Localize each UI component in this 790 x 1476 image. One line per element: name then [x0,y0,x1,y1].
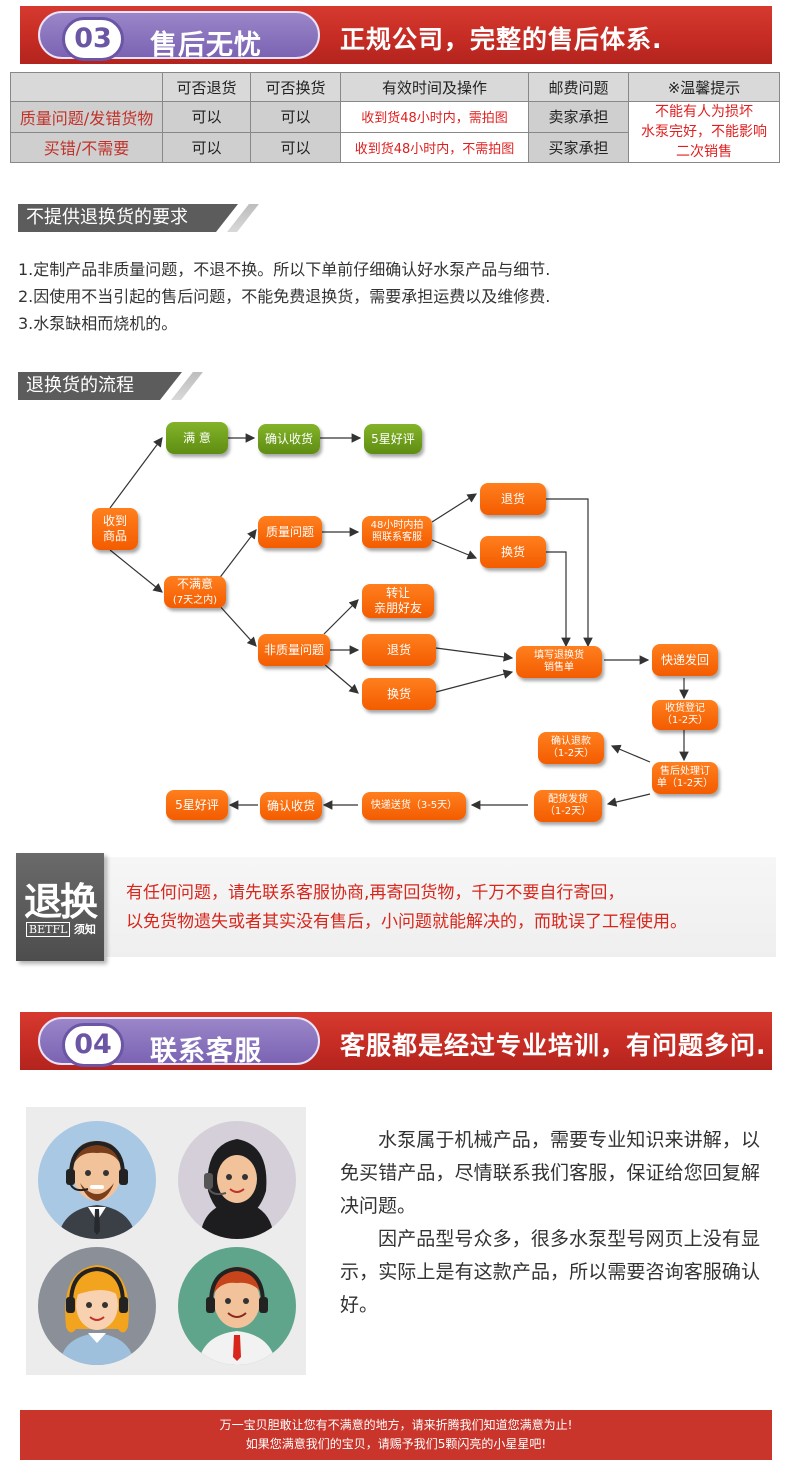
section-title: 售后无忧 [150,30,262,61]
customer-service-avatars [26,1107,306,1375]
table-row: 质量问题/发错货物 可以 可以 收到货48小时内，需拍图 卖家承担 不能有人为损… [10,101,780,163]
cell-return: 可以 [162,131,251,163]
no-return-heading: 不提供退换货的要求 [18,204,259,232]
contact-description: 水泵属于机械产品，需要专业知识来讲解，以免买错产品，尽情联系我们客服，保证给您回… [340,1124,760,1322]
section-number: 04 [62,1023,124,1067]
flow-arrows [109,433,689,810]
node-photo-contact: 48小时内拍照联系客服 [362,516,432,548]
section-banner-contact: 04 联系客服 客服都是经过专业培训，有问题多问. [20,1012,772,1070]
node-exchange-2: 换货 [362,678,436,710]
node-express-back: 快递发回 [652,644,718,676]
node-satisfied: 满 意 [166,422,228,454]
table-header: 可否换货 [250,72,341,102]
brand-label: BETFL [26,922,71,937]
process-heading: 退换货的流程 [18,372,203,400]
node-confirm-refund: 确认退款（1-2天） [538,732,604,764]
table-header [10,72,163,102]
node-five-star: 5星好评 [364,424,422,454]
node-quality-issue: 质量问题 [258,516,322,548]
node-transfer-friends: 转让亲朋好友 [362,584,434,618]
avatar [178,1247,296,1365]
node-unsatisfied: 不满意(7天之内) [164,576,226,608]
table-header: 有效时间及操作 [340,72,529,102]
table-header: 邮费问题 [528,72,629,102]
node-confirm-receipt: 确认收货 [258,424,320,454]
node-five-star-2: 5星好评 [166,790,228,820]
rule-item: 3.水泵缺相而烧机的。 [18,314,178,333]
return-process-flowchart: 满 意 确认收货 5星好评 收到商品 不满意(7天之内) 质量问题 48小时内拍… [0,400,790,840]
contact-paragraph: 水泵属于机械产品，需要专业知识来讲解，以免买错产品，尽情联系我们客服，保证给您回… [340,1129,760,1217]
table-header: 可否退货 [162,72,251,102]
heading-text: 退换货的流程 [26,375,134,396]
heading-text: 不提供退换货的要求 [26,207,188,228]
cell-tip: 不能有人为损坏 水泵完好，不能影响 二次销售 [628,101,780,163]
table-header: ※温馨提示 [628,72,780,102]
rule-item: 2.因使用不当引起的售后问题，不能免费退换货，需要承担运费以及维修费. [18,287,551,306]
section-slogan: 客服都是经过专业培训，有问题多问. [340,1031,767,1060]
avatar [178,1121,296,1239]
section-number: 03 [62,17,124,61]
section-pill: 04 联系客服 [38,1017,320,1067]
node-exchange: 换货 [480,536,546,568]
notice-line: 以免货物遗失或者其实没有售后，小问题就能解决的，而耽误了工程使用。 [126,912,687,932]
section-slogan: 正规公司，完整的售后体系. [340,25,663,54]
avatar [38,1247,156,1365]
node-confirm-receipt-2: 确认收货 [260,792,322,820]
tip-line: 二次销售 [676,144,732,160]
return-policy-table: 可否退货 可否换货 有效时间及操作 邮费问题 ※温馨提示 质量问题/发错货物 可… [10,72,780,163]
rule-item: 1.定制产品非质量问题，不退不换。所以下单前仔细确认好水泵产品与细节. [18,260,551,279]
cell-time: 收到货48小时内，需拍图 [340,101,529,133]
table-header-row: 可否退货 可否换货 有效时间及操作 邮费问题 ※温馨提示 [10,72,780,102]
node-received-goods: 收到商品 [92,508,138,550]
notice-big-text: 退换 [23,880,98,924]
no-return-rules: 1.定制产品非质量问题，不退不换。所以下单前仔细确认好水泵产品与细节. 2.因使… [18,256,550,337]
node-return-2: 退货 [362,634,436,666]
node-receipt-register: 收货登记（1-2天） [652,700,718,730]
node-express-delivery: 快递送货（3-5天） [362,792,466,820]
cell-exchange: 可以 [250,131,341,163]
row-label: 质量问题/发错货物 [10,101,163,133]
node-dispatch: 配货发货（1-2天） [534,790,602,822]
tip-line: 水泵完好，不能影响 [641,124,767,140]
notice-tag: 退换 BETFL 须知 [16,853,104,961]
cell-return: 可以 [162,101,251,133]
node-fill-form: 填写退换货销售单 [516,646,602,678]
node-non-quality-issue: 非质量问题 [258,634,330,666]
tip-line: 不能有人为损坏 [655,104,753,120]
table-row: 买错/不需要 可以 可以 收到货48小时内，不需拍图 买家承担 [10,131,780,163]
section-title: 联系客服 [150,1036,262,1067]
cell-exchange: 可以 [250,101,341,133]
notice-line: 有任何问题，请先联系客服协商,再寄回货物，千万不要自行寄回， [126,883,625,903]
cell-postage: 买家承担 [528,131,629,163]
cell-time: 收到货48小时内，不需拍图 [340,131,529,163]
section-banner-after-sales: 03 售后无忧 正规公司，完整的售后体系. [20,6,772,64]
section-pill: 03 售后无忧 [38,11,320,61]
must-know-label: 须知 [73,923,96,936]
footer-line: 万一宝贝胆敢让您有不满意的地方，请来折腾我们知道您满意为止! [219,1418,573,1432]
avatar [38,1121,156,1239]
notice-text: 有任何问题，请先联系客服协商,再寄回货物，千万不要自行寄回， 以免货物遗失或者其… [126,879,687,937]
cell-postage: 卖家承担 [528,101,629,133]
node-after-sales-handle: 售后处理订单（1-2天） [652,762,718,794]
row-label: 买错/不需要 [10,131,163,163]
notice-sub: BETFL 须知 [20,921,102,937]
node-return: 退货 [480,483,546,515]
footer-banner: 万一宝贝胆敢让您有不满意的地方，请来折腾我们知道您满意为止! 如果您满意我们的宝… [20,1410,772,1460]
footer-line: 如果您满意我们的宝贝，请赐予我们5颗闪亮的小星星吧! [245,1437,547,1451]
contact-paragraph: 因产品型号众多，很多水泵型号网页上没有显示，实际上是有这款产品，所以需要咨询客服… [340,1228,760,1316]
return-notice: 退换 BETFL 须知 有任何问题，请先联系客服协商,再寄回货物，千万不要自行寄… [16,853,776,961]
